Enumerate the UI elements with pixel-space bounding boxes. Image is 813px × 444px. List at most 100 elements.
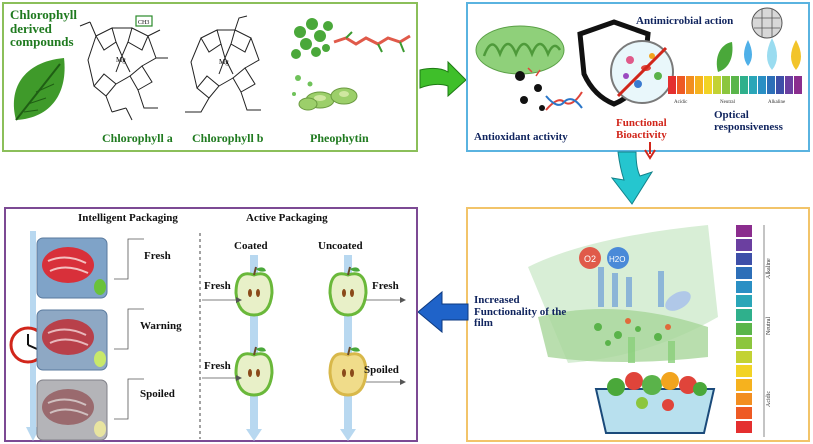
ph-swatch-vertical: [736, 295, 752, 307]
meat-state-spoiled: Spoiled: [140, 388, 175, 400]
mg-label-a: Mg: [116, 56, 126, 64]
apple-coated-bottom: [234, 346, 274, 397]
functionality-line2: Functionality of the: [474, 305, 567, 318]
ph-swatch-horizontal: [785, 76, 793, 94]
ph-label-neutral: Neutral: [766, 317, 772, 335]
mg-label-b: Mg: [219, 58, 229, 66]
ph-vertical-bar: [736, 225, 752, 433]
ph-swatch-vertical: [736, 393, 752, 405]
uncoated-label: Uncoated: [318, 240, 363, 252]
apple-label-uncoated-top: Fresh: [372, 280, 399, 292]
dna-radical-icon: [515, 67, 583, 111]
scale-label-acidic: Acidic: [674, 100, 688, 105]
arrow-coated-top: [202, 297, 242, 303]
ph-swatch-vertical: [736, 379, 752, 391]
apple-label-coated-bottom: Fresh: [204, 360, 231, 372]
coated-label: Coated: [234, 240, 268, 252]
drops-icon: [716, 38, 801, 72]
functional-bioactivity-label: Functional Bioactivity: [616, 117, 667, 141]
film-sheet-graphic: [528, 225, 718, 363]
apple-uncoated-bottom: [328, 346, 368, 397]
apple-uncoated-top: [328, 266, 368, 317]
chlorophyll-b-structure: Mg: [185, 15, 261, 113]
gas-bubbles: O2 H2O: [579, 247, 629, 269]
intelligent-packaging-title: Intelligent Packaging: [78, 212, 178, 224]
ph-swatch-horizontal: [668, 76, 676, 94]
ph-label-alkaline: Alkaline: [766, 258, 772, 279]
state-connectors: [114, 238, 144, 420]
antimicrobial-label: Antimicrobial action: [636, 15, 734, 27]
ph-swatch-horizontal: [695, 76, 703, 94]
ph-swatch-horizontal: [776, 76, 784, 94]
optical-line2: responsiveness: [714, 120, 783, 133]
functional-line2: Bioactivity: [616, 128, 667, 141]
dashed-divider: [199, 233, 201, 439]
active-packaging-title: Active Packaging: [246, 212, 328, 224]
arrow-left-icon: [417, 290, 469, 334]
packaging-panel: Intelligent Packaging Active Packaging F…: [4, 207, 418, 442]
arrow-down-red-icon: [644, 142, 656, 160]
ph-swatch-vertical: [736, 337, 752, 349]
ph-swatch-vertical: [736, 267, 752, 279]
fullerene-icon: [751, 7, 783, 39]
label-chlorophyll-a: Chlorophyll a: [102, 131, 173, 145]
ph-swatch-vertical: [736, 253, 752, 265]
scale-label-alkaline: Alkaline: [768, 100, 786, 105]
chlorophyll-a-structure: CH3 Mg: [79, 15, 168, 121]
ph-swatch-horizontal: [758, 76, 766, 94]
ph-divider-line: [763, 225, 765, 437]
meat-state-fresh: Fresh: [144, 250, 171, 262]
optical-label: Optical responsiveness: [714, 109, 783, 133]
functional-line1: Functional: [616, 117, 667, 129]
ph-swatch-horizontal: [731, 76, 739, 94]
meat-tray-spoiled: [36, 379, 108, 441]
ph-swatch-vertical: [736, 365, 752, 377]
apple-coated-top: [234, 266, 274, 317]
microbes-icon: [610, 40, 674, 104]
ph-swatch-horizontal: [740, 76, 748, 94]
apple-label-uncoated-bottom: Spoiled: [364, 364, 399, 376]
chlorophyll-heading: Chlorophyll derived compounds: [10, 8, 77, 49]
meat-state-warning: Warning: [140, 320, 182, 332]
leaf-icon: [13, 58, 65, 121]
ph-scale-strip: [668, 76, 802, 94]
heading-line1: Chlorophyll: [10, 7, 77, 22]
h2o-label: H2O: [609, 255, 625, 264]
column-coated: [246, 255, 262, 441]
ph-swatch-horizontal: [767, 76, 775, 94]
meat-tray-fresh: [36, 237, 108, 299]
chlorophyll-panel: Chlorophyll derived compounds CH3 Mg: [2, 2, 418, 152]
ph-swatch-horizontal: [713, 76, 721, 94]
ph-swatch-horizontal: [704, 76, 712, 94]
salad-bowl-icon: [594, 372, 716, 434]
ph-swatch-vertical: [736, 351, 752, 363]
heading-line2: derived: [10, 20, 52, 36]
functionality-label: Increased Functionality of the film: [474, 294, 567, 330]
ph-swatch-horizontal: [677, 76, 685, 94]
ph-swatch-vertical: [736, 421, 752, 433]
functionality-line3: film: [474, 317, 493, 330]
ph-swatch-vertical: [736, 309, 752, 321]
arrow-coated-bottom: [202, 375, 242, 381]
ph-swatch-vertical: [736, 407, 752, 419]
ch3-label: CH3: [138, 20, 149, 26]
apple-label-coated-top: Fresh: [204, 280, 231, 292]
arrow-uncoated-top: [366, 297, 406, 303]
antioxidant-label: Antioxidant activity: [474, 131, 568, 143]
column-uncoated: [340, 255, 356, 441]
pheophytin-graphic: [291, 18, 411, 111]
ph-swatch-vertical: [736, 323, 752, 335]
optical-line1: Optical: [714, 109, 749, 121]
arrow-down-icon: [610, 151, 654, 205]
bioactivity-panel: Antioxidant activity Functional Bioactiv…: [466, 2, 810, 160]
ph-swatch-vertical: [736, 281, 752, 293]
ph-swatch-horizontal: [794, 76, 802, 94]
ph-swatch-vertical: [736, 225, 752, 237]
scale-label-neutral: Neutral: [720, 100, 735, 105]
ph-swatch-vertical: [736, 239, 752, 251]
o2-label: O2: [584, 254, 596, 264]
arrow-right-icon: [419, 60, 467, 98]
label-chlorophyll-b: Chlorophyll b: [192, 131, 264, 145]
ph-swatch-horizontal: [749, 76, 757, 94]
functionality-line1: Increased: [474, 294, 520, 306]
